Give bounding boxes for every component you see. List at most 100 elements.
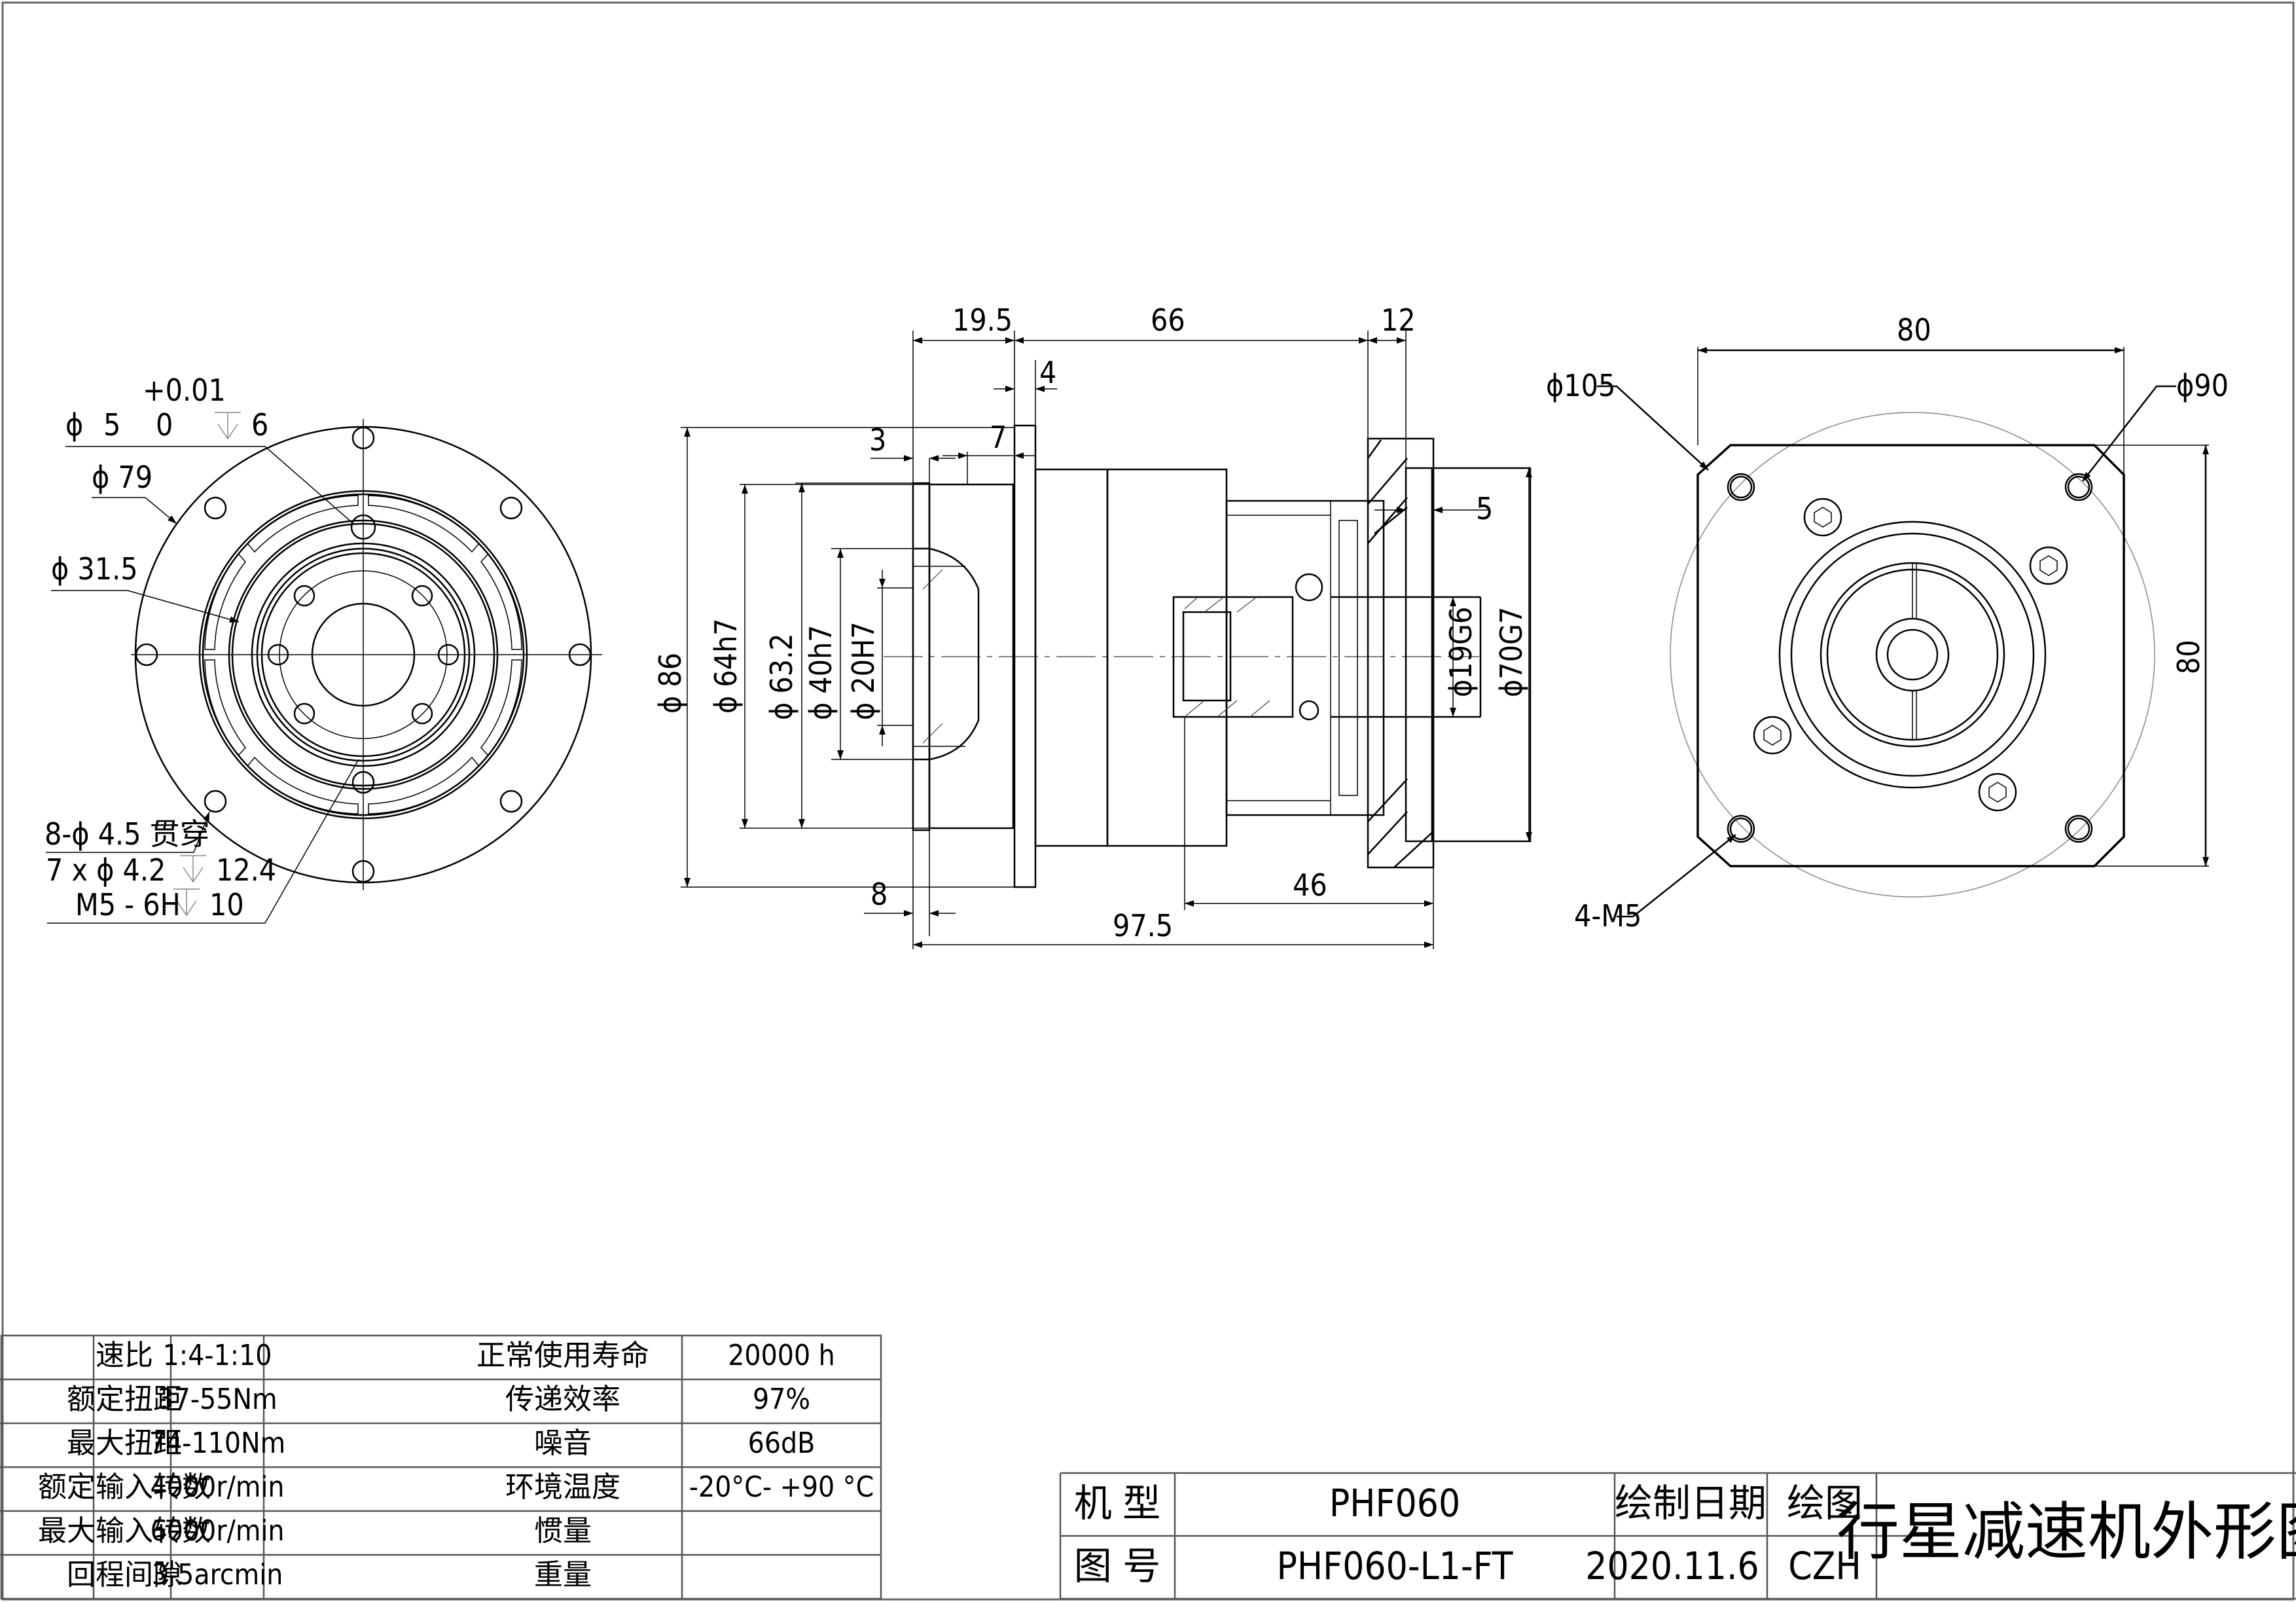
date-label: 绘制日期: [1615, 1481, 1767, 1525]
rear-dia-90: ϕ90: [2176, 368, 2229, 403]
drawing-title: 行星减速机外形图: [1837, 1495, 2296, 1569]
model-label: 机 型: [1074, 1481, 1161, 1525]
rear-bore: [1886, 628, 1939, 681]
dia-19G6: ϕ19G6: [1443, 607, 1479, 697]
spec-label: 最大输入转数: [38, 1514, 211, 1548]
spec-label: 回程间隙: [67, 1558, 182, 1592]
front-slots: [204, 495, 522, 814]
front-circle-3b: [231, 522, 495, 787]
leader-threads: [47, 759, 359, 924]
spec-value-2: -20°C- +90 °C: [689, 1470, 874, 1504]
dim-8: 8: [870, 877, 888, 912]
leader-holes: [46, 811, 210, 853]
flange-hatch: [1367, 439, 1434, 868]
callout-tolerance: +0.01: [143, 373, 226, 408]
dia-70G7: ϕ70G7: [1494, 607, 1529, 697]
spec-label-2: 环境温度: [505, 1470, 620, 1504]
output-shaft-nose: [913, 547, 980, 761]
front-circle-4b: [256, 547, 471, 762]
rear-square-flange: [1696, 444, 2125, 867]
model-value: PHF060: [1329, 1481, 1460, 1525]
dimension-lines: [684, 337, 1532, 948]
front-pcd-circle: [279, 570, 448, 739]
adapter-plate: [1338, 520, 1358, 796]
spec-value-2: 97%: [753, 1383, 810, 1416]
leader-m5: [1617, 834, 1736, 918]
dim-4: 4: [1039, 355, 1056, 390]
leader-pcd: [92, 497, 177, 524]
front-center-bore: [311, 602, 416, 707]
dia-86: ϕ 86: [653, 653, 688, 714]
dia-64h7: ϕ 64h7: [708, 618, 744, 714]
rear-dim-width: 80: [1897, 312, 1931, 348]
callout-pcd: ϕ 79: [92, 460, 152, 495]
spec-label-2: 传递效率: [505, 1383, 620, 1416]
spec-value: 37-55Nm: [157, 1383, 277, 1416]
spec-value: 6000r/min: [151, 1514, 285, 1548]
adapter-body: [1225, 500, 1385, 816]
collar-hatch: [1184, 596, 1270, 718]
dim-3: 3: [869, 422, 886, 458]
extension-lines: [681, 331, 1434, 949]
dim-97-5: 97.5: [1113, 908, 1173, 943]
spec-value-2: 66dB: [748, 1427, 816, 1460]
dim-46: 46: [1293, 867, 1327, 903]
spec-label-2: 正常使用寿命: [476, 1339, 649, 1372]
drafter-label: 绘图: [1787, 1481, 1863, 1525]
clamp-screw-icon: [1295, 573, 1323, 602]
callout-holes-1: 8-ϕ 4.5 贯穿: [45, 816, 210, 852]
housing-ring: [1034, 468, 1109, 847]
callout-bore-d: 5: [103, 407, 120, 443]
dim-7: 7: [990, 420, 1007, 455]
dia-40h7: ϕ 40h7: [803, 625, 838, 720]
callout-holes-3a: M5 - 6H: [75, 887, 181, 922]
callout-holes-3b: 10: [209, 887, 244, 922]
clamp-shaft: [1182, 611, 1232, 702]
spec-label-2: 惯量: [534, 1514, 592, 1548]
callout-bore-phi: ϕ: [65, 407, 83, 443]
spec-label: 额定输入转数: [38, 1470, 211, 1504]
socket-screw-icon: [1753, 498, 2068, 812]
dim-5: 5: [1476, 491, 1493, 526]
spec-label: 速比: [96, 1339, 153, 1372]
drawing-no-value: PHF060-L1-FT: [1276, 1544, 1513, 1588]
drafter-value: CZH: [1788, 1544, 1861, 1588]
callout-holes-2b: 12.4: [216, 852, 276, 888]
motor-flange: [1367, 437, 1435, 869]
dim-12: 12: [1381, 302, 1416, 338]
rear-dim-height: 80: [2171, 640, 2206, 674]
hatch: [922, 723, 943, 744]
specs-table: [0, 1334, 882, 1600]
leader-105: [1597, 385, 1709, 471]
spec-value: 74-110Nm: [149, 1427, 285, 1460]
callout-bore-depth: 6: [251, 407, 268, 443]
clamp-collar: [1172, 596, 1294, 718]
callout-bore-lower: 0: [156, 407, 173, 443]
leader-inner: [51, 590, 240, 623]
leader-bore: [65, 446, 354, 524]
title-block: 机 型 PHF060 图 号 PHF060-L1-FT 绘制日期 2020.11…: [1059, 1472, 2296, 1600]
dim-66: 66: [1151, 302, 1185, 338]
callout-holes-2a: 7 x ϕ 4.2: [46, 852, 166, 888]
date-value: 2020.11.6: [1585, 1544, 1759, 1588]
hatch: [922, 569, 943, 590]
spec-label: 最大扭距: [67, 1427, 182, 1460]
front-view: +0.01 ϕ 5 0 6 ϕ 79 ϕ 31.5 8-ϕ 4.5 贯穿 7 x…: [45, 373, 602, 924]
callout-inner: ϕ 31.5: [51, 551, 138, 587]
dia-63-2: ϕ 63.2: [764, 633, 799, 720]
front-outer-holes: [135, 426, 592, 883]
rear-view: 80 80 ϕ105 ϕ90 4-M5: [1546, 312, 2229, 934]
rear-pcd-105: [1670, 412, 2155, 898]
front-circle-3: [228, 519, 499, 790]
spec-value-2: 20000 h: [728, 1339, 835, 1372]
spec-value: 1:4-1:10: [163, 1339, 272, 1372]
rear-circle-2: [1790, 532, 2035, 777]
rear-dia-105: ϕ105: [1546, 368, 1615, 403]
depth-symbol-icon: [173, 412, 241, 917]
front-inner-holes: [267, 514, 459, 794]
spec-value: 4000r/min: [151, 1470, 285, 1504]
dia-20H7: ϕ 20H7: [846, 621, 881, 720]
